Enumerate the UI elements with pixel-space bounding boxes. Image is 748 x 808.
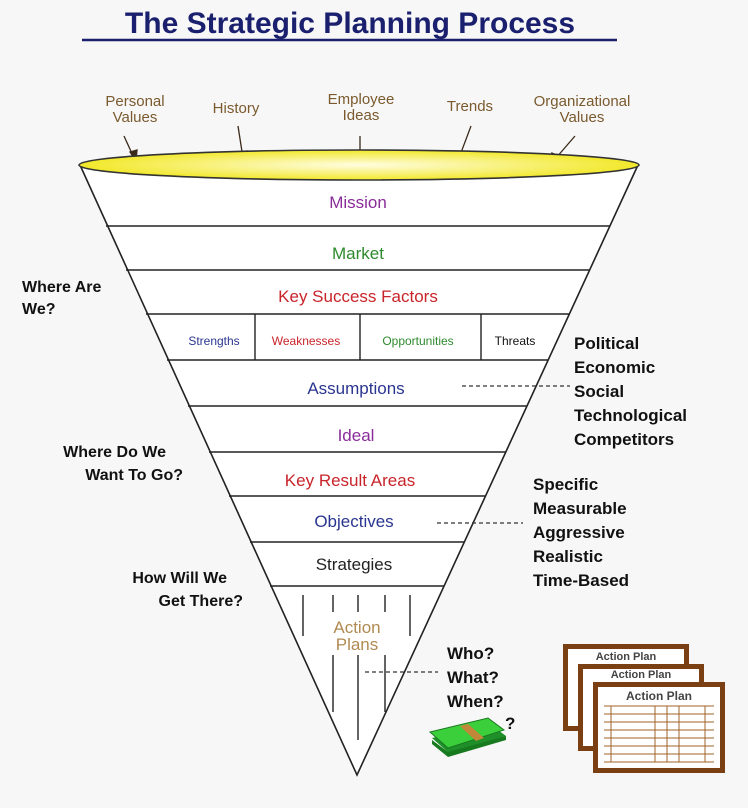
input-employee-ideas-2: Ideas <box>343 107 380 124</box>
where-go-2: Want To Go? <box>85 467 183 484</box>
question-what: What? <box>447 668 499 687</box>
input-personal-values-2: Values <box>113 109 158 126</box>
swot-opportunities: Opportunities <box>382 334 453 348</box>
money-stack-icon <box>428 717 506 757</box>
question-who: Who? <box>447 644 494 663</box>
action-plan-lines <box>302 595 411 740</box>
how-get-2: Get There? <box>159 593 243 610</box>
input-trends: Trends <box>447 98 493 115</box>
smart-aggressive: Aggressive <box>533 523 625 542</box>
input-employee-ideas-1: Employee <box>328 91 395 108</box>
input-organizational-values-1: Organizational <box>534 93 631 110</box>
page-title: The Strategic Planning Process <box>125 7 575 40</box>
w-questions: Who? What? When? ? <box>447 644 515 733</box>
dashed-connectors <box>365 385 570 673</box>
pest-competitors: Competitors <box>574 430 674 449</box>
pest-list: Political Economic Social Technological … <box>574 334 687 449</box>
action-plan-table-lines <box>604 705 714 763</box>
smart-time-based: Time-Based <box>533 571 629 590</box>
strategies-label: Strategies <box>316 555 393 574</box>
how-get-1: How Will We <box>132 570 227 587</box>
swot-weaknesses: Weaknesses <box>272 334 340 348</box>
action-plan-card-title: Action Plan <box>611 669 672 681</box>
pest-technological: Technological <box>574 406 687 425</box>
objectives-label: Objectives <box>314 512 393 531</box>
question-when: When? <box>447 692 504 711</box>
question-money: ? <box>505 714 515 733</box>
pest-political: Political <box>574 334 639 353</box>
input-history: History <box>213 100 260 117</box>
action-plan-card-title: Action Plan <box>596 651 657 663</box>
pest-social: Social <box>574 382 624 401</box>
assumptions-label: Assumptions <box>307 379 404 398</box>
smart-measurable: Measurable <box>533 499 627 518</box>
funnel-dividers <box>106 225 610 587</box>
swot-strengths: Strengths <box>188 334 239 348</box>
funnel: Mission Market Key Success Factors Stren… <box>78 149 640 777</box>
action-plans-label-2: Plans <box>336 635 379 654</box>
smart-list: Specific Measurable Aggressive Realistic… <box>533 475 629 590</box>
where-go-1: Where Do We <box>63 444 166 461</box>
where-are-we-1: Where Are <box>22 279 102 296</box>
smart-specific: Specific <box>533 475 598 494</box>
where-are-we-2: We? <box>22 301 55 318</box>
action-plans-label-1: Action <box>333 618 380 637</box>
funnel-outline <box>79 164 639 777</box>
input-personal-values-1: Personal <box>105 93 164 110</box>
key-result-areas-label: Key Result Areas <box>285 471 415 490</box>
ideal-label: Ideal <box>338 426 375 445</box>
key-success-factors-label: Key Success Factors <box>278 287 438 306</box>
market-label: Market <box>332 244 384 263</box>
funnel-top-opening <box>78 149 640 181</box>
action-plan-cards: Action Plan Action Plan Action Plan <box>563 644 725 773</box>
action-plan-card-title: Action Plan <box>626 689 692 703</box>
input-organizational-values-2: Values <box>560 109 605 126</box>
pest-economic: Economic <box>574 358 655 377</box>
swot-threats: Threats <box>495 334 536 348</box>
action-plan-card-front: Action Plan <box>593 682 725 773</box>
mission-label: Mission <box>329 193 387 212</box>
smart-realistic: Realistic <box>533 547 603 566</box>
